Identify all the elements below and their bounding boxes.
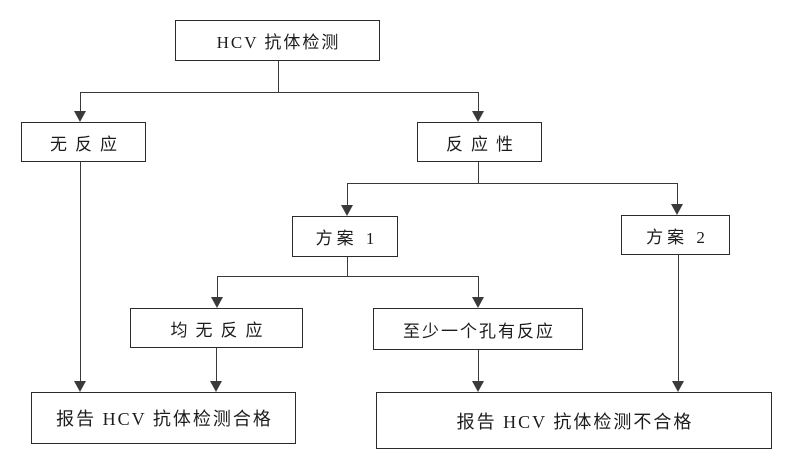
arrowhead-to-plan-1: [341, 205, 353, 216]
node-plan-2: 方案 2: [621, 215, 730, 255]
node-reactive: 反应性: [417, 122, 542, 162]
edge-root-to-nonreactive-line: [80, 92, 81, 113]
arrowhead-to-plan-2: [671, 204, 683, 215]
arrowhead-to-all-nonreactive: [211, 297, 223, 308]
node-nonreactive: 无反应: [21, 122, 146, 162]
edge-at-least-one-to-report-fail-line: [478, 350, 479, 382]
arrowhead-plan2-to-report-fail: [672, 381, 684, 392]
node-all-nonreactive: 均无反应: [130, 308, 303, 348]
arrowhead-to-at-least-one: [472, 297, 484, 308]
edge-root-to-reactive-line: [478, 92, 479, 113]
node-report-fail: 报告 HCV 抗体检测不合格: [376, 392, 772, 449]
arrowhead-all-nonreactive-to-report-pass: [210, 381, 222, 392]
arrowhead-to-reactive: [472, 111, 484, 122]
node-hcv-antibody-test: HCV 抗体检测: [175, 20, 380, 61]
edge-root-branch-line: [80, 92, 478, 93]
edge-nonreactive-to-report-pass-line: [80, 162, 81, 382]
edge-plan2-to-report-fail-line: [678, 255, 679, 382]
edge-plan1-stem-line: [347, 257, 348, 276]
node-plan-1: 方案 1: [292, 216, 398, 257]
edge-plan1-branch-line: [217, 276, 478, 277]
edge-reactive-to-plan1-line: [347, 183, 348, 206]
arrowhead-at-least-one-to-report-fail: [472, 381, 484, 392]
edge-reactive-stem-line: [478, 162, 479, 183]
arrowhead-nonreactive-to-report-pass: [74, 381, 86, 392]
edge-root-stem-line: [278, 61, 279, 92]
edge-plan1-to-at-least-one-line: [478, 276, 479, 298]
node-report-pass: 报告 HCV 抗体检测合格: [31, 392, 296, 444]
edge-all-nonreactive-to-report-pass-line: [216, 348, 217, 382]
node-at-least-one-well-reactive: 至少一个孔有反应: [373, 308, 583, 350]
arrowhead-to-nonreactive: [74, 111, 86, 122]
edge-reactive-branch-line: [347, 183, 677, 184]
edge-reactive-to-plan2-line: [677, 183, 678, 205]
edge-plan1-to-all-nonreactive-line: [217, 276, 218, 298]
